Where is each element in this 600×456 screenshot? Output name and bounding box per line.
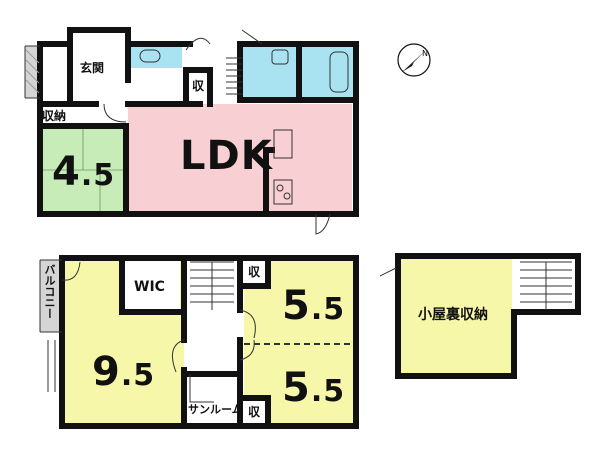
closet-2f-top-label: 収 bbox=[248, 265, 261, 279]
room-55a-size: 5.5 bbox=[282, 286, 345, 326]
tatami-size-int: 4 bbox=[52, 149, 81, 195]
first-floor bbox=[24, 27, 359, 235]
second-floor-details bbox=[39, 259, 256, 403]
bath-fill bbox=[301, 44, 353, 100]
attic-walls bbox=[395, 253, 581, 379]
entrance-label: 玄関 bbox=[80, 61, 105, 75]
tatami-room-size: 4.5 bbox=[52, 152, 115, 192]
ldk-fill bbox=[128, 104, 352, 214]
room-55b-dec: .5 bbox=[310, 374, 346, 409]
wic-fill bbox=[124, 260, 180, 310]
tatami-grid bbox=[40, 126, 126, 214]
balcony-fill bbox=[40, 260, 62, 332]
attic-fill bbox=[398, 258, 512, 374]
closet-bottom-fill bbox=[244, 400, 268, 426]
attic-details bbox=[379, 261, 572, 310]
room-95-int: 9 bbox=[92, 349, 121, 395]
svg-text:N: N bbox=[422, 49, 428, 58]
closet-2f-bottom-label: 収 bbox=[248, 405, 261, 419]
tatami-size-dec: .5 bbox=[80, 158, 116, 193]
ldk-label: LDK bbox=[180, 133, 273, 179]
second-floor bbox=[39, 255, 359, 429]
room-95-size: 9.5 bbox=[92, 352, 155, 392]
sunroom-label: サンルーム bbox=[188, 403, 243, 416]
closet-top-fill bbox=[244, 260, 268, 284]
room-55b-int: 5 bbox=[282, 365, 311, 411]
attic bbox=[379, 253, 581, 379]
first-floor-details bbox=[24, 29, 349, 235]
wic-label: WIC bbox=[134, 279, 165, 295]
attic-label: 小屋裏収納 bbox=[418, 307, 488, 323]
balcony-label: バルコニー bbox=[43, 264, 56, 319]
room-55a-int: 5 bbox=[282, 283, 311, 329]
toilet-fill bbox=[130, 44, 182, 68]
closet-1f-label: 収 bbox=[192, 79, 205, 93]
entrance-area bbox=[70, 46, 124, 98]
room-55a-dec: .5 bbox=[310, 292, 346, 327]
washroom-fill bbox=[242, 44, 297, 100]
first-floor-walls bbox=[37, 27, 359, 217]
room-55b-size: 5.5 bbox=[282, 368, 345, 408]
second-floor-walls bbox=[59, 255, 359, 429]
compass-icon: N bbox=[397, 43, 431, 77]
room-95-dec: .5 bbox=[120, 358, 156, 393]
storage-label: 収納 bbox=[42, 109, 67, 123]
